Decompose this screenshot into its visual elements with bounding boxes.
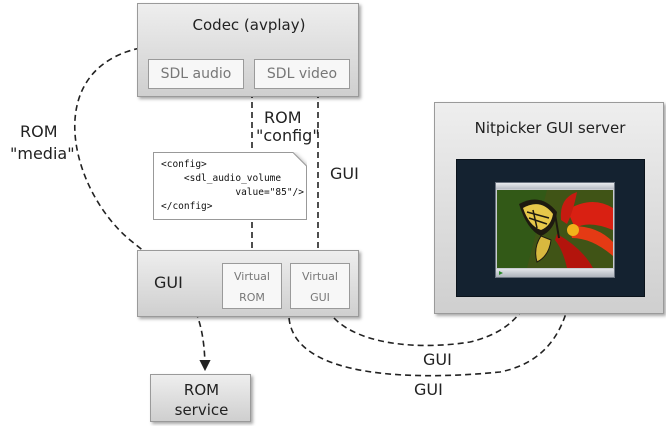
sdl-video-box: SDL video xyxy=(254,59,350,89)
virtual-gui-label-2: GUI xyxy=(310,291,330,304)
gui-connection-1 xyxy=(333,268,543,347)
video-window-titlebar xyxy=(496,183,614,189)
codec-box: Codec (avplay) SDL audio SDL video xyxy=(137,3,359,97)
rom-config-label-1: ROM xyxy=(264,108,302,127)
config-line: <sdl_audio_volume xyxy=(161,173,282,184)
config-document: <config> <sdl_audio_volume value="85"/> … xyxy=(153,152,307,220)
codec-title: Codec (avplay) xyxy=(192,16,306,34)
gui-box-title: GUI xyxy=(154,273,183,292)
rom-service-title-1: ROM xyxy=(183,381,220,399)
gui-lower-label-2: GUI xyxy=(414,380,443,399)
video-window xyxy=(495,182,615,278)
gui-lower-label-1: GUI xyxy=(423,350,452,369)
config-line: value="85"/> xyxy=(161,187,304,198)
gui-box: GUI Virtual ROM Virtual GUI xyxy=(137,250,359,317)
virtual-gui-box: Virtual GUI xyxy=(290,263,350,309)
rom-media-connection xyxy=(74,47,211,372)
rom-media-label-1: ROM xyxy=(20,122,58,141)
nitpicker-box: Nitpicker GUI server xyxy=(434,102,664,314)
config-document-shape xyxy=(153,152,307,220)
rom-config-label-2: "config" xyxy=(256,126,320,145)
config-line: </config> xyxy=(161,201,213,212)
virtual-rom-box: Virtual ROM xyxy=(222,263,282,309)
rom-media-label-2: "media" xyxy=(10,144,75,163)
video-window-statusbar xyxy=(496,269,614,277)
rom-service-title-2: service xyxy=(174,401,229,419)
virtual-gui-label-1: Virtual xyxy=(302,270,338,283)
gui-connection-2 xyxy=(288,270,579,377)
config-line: <config> xyxy=(161,159,207,170)
sdl-video-label: SDL video xyxy=(266,66,338,82)
nitpicker-title: Nitpicker GUI server xyxy=(474,119,626,137)
sdl-audio-box: SDL audio xyxy=(148,59,244,89)
virtual-rom-label-1: Virtual xyxy=(234,270,270,283)
sdl-audio-label: SDL audio xyxy=(160,66,232,82)
virtual-rom-label-2: ROM xyxy=(239,291,265,304)
video-frame-image xyxy=(497,190,613,268)
nitpicker-screen xyxy=(456,159,645,297)
gui-vertical-label: GUI xyxy=(330,164,359,183)
rom-service-box: ROM service xyxy=(150,374,251,422)
play-icon xyxy=(499,271,503,275)
